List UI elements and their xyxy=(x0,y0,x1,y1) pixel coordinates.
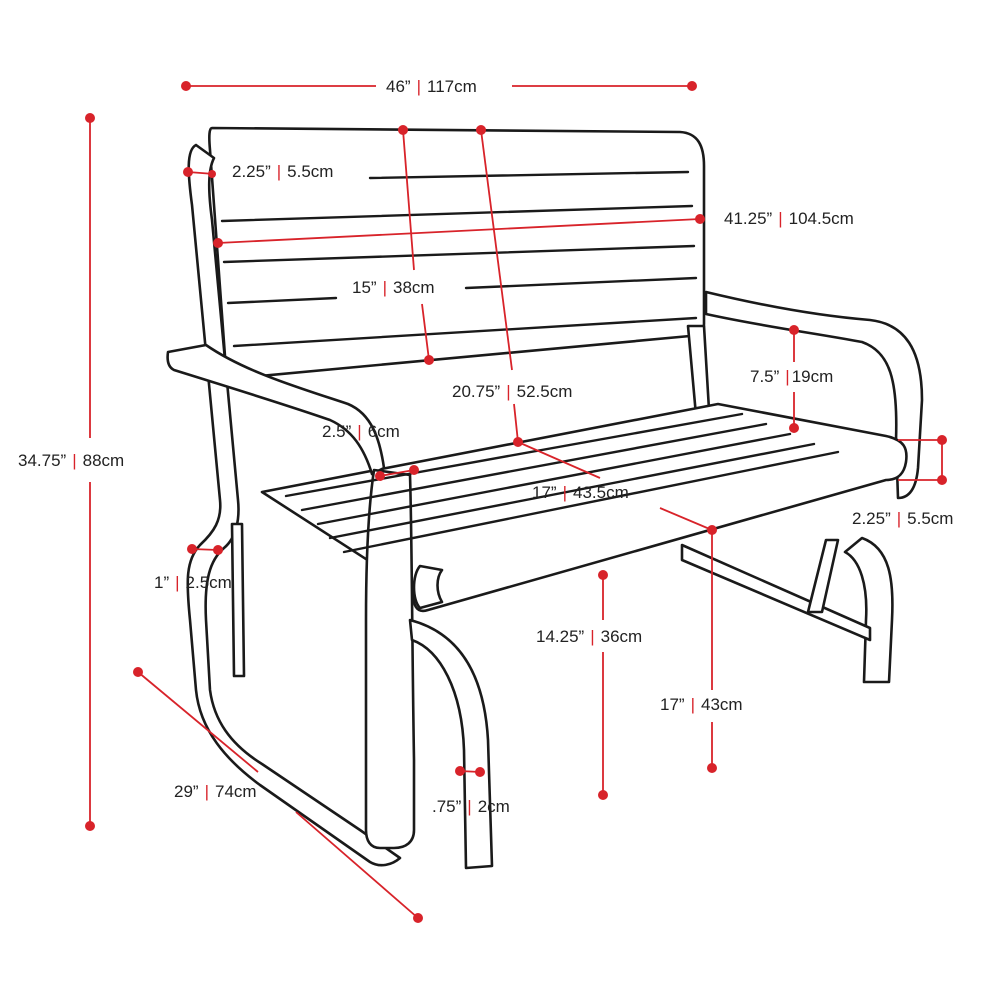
label-leg-tube: 1”|2.5cm xyxy=(154,573,232,592)
right-armrest xyxy=(704,290,924,500)
dim-dot xyxy=(133,667,143,677)
seat-slat xyxy=(342,450,840,554)
dim-line xyxy=(480,129,513,371)
front-inner-rail xyxy=(230,522,246,678)
dim-dot xyxy=(476,125,486,135)
label-seat-height: 17”|43cm xyxy=(660,695,743,714)
dim-dot xyxy=(213,238,223,248)
seat-panel xyxy=(260,402,908,613)
dim-line xyxy=(217,218,701,244)
rear-right-leg xyxy=(843,536,894,684)
dimension-labels: 46”|117cm 2.25”|5.5cm 41.25”|104.5cm 15”… xyxy=(18,77,953,816)
seat-slat xyxy=(284,412,744,498)
label-base-tube: .75”|2cm xyxy=(432,797,510,816)
back-slat xyxy=(222,244,696,264)
dim-dot xyxy=(687,81,697,91)
dim-dot xyxy=(789,423,799,433)
seat-slat xyxy=(300,422,768,512)
dim-dot xyxy=(398,125,408,135)
dim-line xyxy=(402,129,415,271)
dim-dot xyxy=(937,435,947,445)
dim-line xyxy=(137,671,259,773)
rear-base-rail xyxy=(680,543,872,642)
front-right-leg xyxy=(408,618,494,870)
dim-line xyxy=(517,441,601,479)
dim-line xyxy=(379,469,415,477)
dim-line xyxy=(513,403,519,443)
dim-dot xyxy=(455,766,465,776)
dim-dot xyxy=(598,790,608,800)
dim-dot xyxy=(183,167,193,177)
back-slat xyxy=(220,204,694,223)
back-slat xyxy=(232,316,698,348)
back-slat xyxy=(226,296,338,305)
label-overall-depth: 29”|74cm xyxy=(174,782,257,801)
dim-line xyxy=(659,507,713,531)
label-overall-width: 46”|117cm xyxy=(386,77,477,96)
dim-line xyxy=(421,303,430,361)
dim-dot xyxy=(375,471,385,481)
dim-dot xyxy=(424,355,434,365)
seat-slat xyxy=(316,432,792,526)
dim-dot xyxy=(937,475,947,485)
label-arm-width: 2.5”|6cm xyxy=(322,422,400,441)
rear-glider-link xyxy=(806,538,840,614)
label-arm-height: 7.5”|19cm xyxy=(750,367,833,386)
seat-front-roll xyxy=(412,564,444,610)
label-overall-height: 34.75”|88cm xyxy=(18,451,124,470)
dim-dot xyxy=(707,763,717,773)
left-armrest xyxy=(166,343,386,476)
back-slat xyxy=(368,170,690,180)
label-seat-depth: 17”|43.5cm xyxy=(532,483,629,502)
dim-dot xyxy=(187,544,197,554)
dim-dot xyxy=(409,465,419,475)
label-clearance: 14.25”|36cm xyxy=(536,627,642,646)
dim-dot xyxy=(85,113,95,123)
seat-slat xyxy=(328,442,816,540)
left-arm-support xyxy=(364,468,416,850)
dim-dot xyxy=(475,767,485,777)
dim-dot xyxy=(789,325,799,335)
label-frame-thickness: 2.25”|5.5cm xyxy=(232,162,333,181)
label-back-width: 41.25”|104.5cm xyxy=(724,209,854,228)
label-seat-back-height: 20.75”|52.5cm xyxy=(452,382,572,401)
dim-dot xyxy=(213,545,223,555)
label-seat-thickness: 2.25”|5.5cm xyxy=(852,509,953,528)
dim-dot xyxy=(598,570,608,580)
dim-line xyxy=(295,811,419,919)
dimension-lines xyxy=(85,81,947,923)
dim-dot xyxy=(208,170,216,178)
dim-dot xyxy=(413,913,423,923)
dim-dot xyxy=(85,821,95,831)
back-slat xyxy=(464,276,698,290)
dim-dot xyxy=(695,214,705,224)
dim-dot xyxy=(181,81,191,91)
bench-illustration xyxy=(166,126,924,870)
label-back-height: 15”|38cm xyxy=(352,278,435,297)
